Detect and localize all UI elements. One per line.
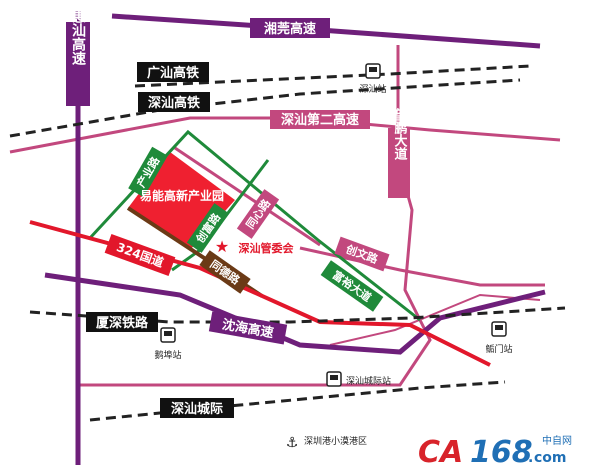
label-xiashen-rail-text: 厦深铁路: [96, 315, 149, 331]
label-shenshan-station: 深汕站: [359, 83, 386, 95]
logo-num: 168: [470, 435, 533, 470]
station-baomen[interactable]: 鲘门站: [485, 321, 513, 355]
logo-dot: .: [528, 450, 533, 466]
label-intercity-station: 深汕城际站: [346, 375, 391, 387]
label-committee: 深汕管委会: [239, 241, 295, 255]
logo-com: com: [534, 450, 567, 466]
road-tongxin-line: [174, 146, 321, 247]
logo-ca: CA: [418, 435, 463, 470]
station-intercity[interactable]: 深汕城际站: [326, 371, 391, 387]
rail-shenshan-line: [9, 78, 521, 138]
label-hehuishan-text: 河惠汕高速: [70, 0, 86, 66]
label-xiaomo-port: 深圳港小漠港区: [304, 435, 367, 447]
port-xiaomo[interactable]: ⚓ 深圳港小漠港区: [286, 435, 367, 451]
rail-guangshan-line: [134, 64, 531, 88]
road-shenhai-line: [44, 272, 546, 355]
label-xiashen-rail[interactable]: 厦深铁路: [86, 312, 158, 332]
committee-star-icon[interactable]: ★: [215, 237, 229, 256]
road-pink-south-line: [329, 293, 541, 346]
anchor-icon: ⚓: [286, 435, 299, 451]
station-ebu[interactable]: 鹅埠站: [154, 327, 182, 361]
label-wangpeng[interactable]: 望鹏大道: [388, 107, 410, 198]
label-ebu-station: 鹅埠站: [154, 349, 181, 361]
label-324[interactable]: 324国道: [104, 233, 176, 277]
label-xiangguan[interactable]: 湘莞高速: [250, 18, 330, 38]
label-guangshan-rail[interactable]: 广汕高铁: [137, 62, 209, 82]
logo-cn: 中自网: [542, 434, 572, 447]
label-xiangguan-text: 湘莞高速: [264, 21, 316, 37]
label-shenshan-intercity-text: 深汕城际: [171, 401, 223, 417]
label-shenhai[interactable]: 沈海高速: [208, 311, 288, 345]
label-shenshan-second[interactable]: 深汕第二高速: [270, 110, 370, 129]
label-wangpeng-text: 望鹏大道: [392, 107, 408, 161]
label-shenshan-rail[interactable]: 深汕高铁: [138, 92, 210, 112]
label-chuangwen[interactable]: 创文路: [334, 236, 390, 272]
rail-xiashen-line: [29, 306, 566, 324]
rail-intercity-line: [89, 380, 506, 422]
label-hehuishan[interactable]: 河惠汕高速: [66, 0, 90, 106]
label-shenshan-rail-text: 深汕高铁: [148, 95, 200, 111]
label-guangshan-rail-text: 广汕高铁: [147, 65, 199, 81]
label-shenshan-second-text: 深汕第二高速: [281, 112, 359, 128]
ca168-logo: CA 168 . com 中自网: [418, 434, 572, 470]
label-park: 易能高新产业园: [140, 188, 224, 203]
label-baomen-station: 鲘门站: [485, 343, 512, 355]
station-shenshan[interactable]: 深汕站: [359, 63, 387, 95]
label-shenshan-intercity[interactable]: 深汕城际: [160, 398, 234, 418]
